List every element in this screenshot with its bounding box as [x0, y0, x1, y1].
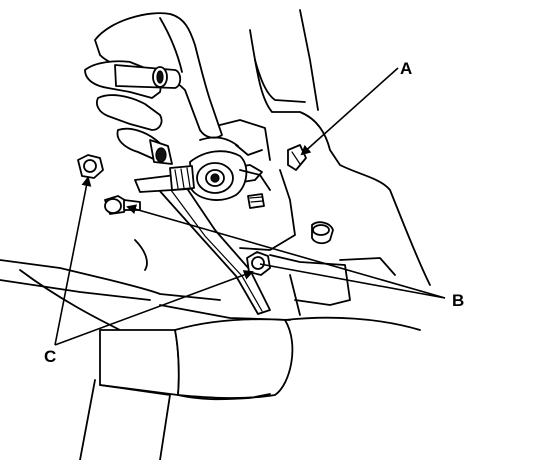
mounting-bolt	[104, 195, 141, 215]
leader-c-1	[54, 176, 92, 346]
leader-b-1	[126, 204, 446, 299]
cable-clip	[287, 144, 307, 171]
callout-a: A	[400, 59, 412, 78]
callout-c: C	[44, 347, 56, 366]
brake-lever	[84, 12, 223, 165]
leader-c-2	[54, 270, 254, 346]
lower-console	[79, 316, 421, 461]
grommet-right	[311, 221, 334, 245]
leader-b-2	[259, 263, 446, 299]
leader-a	[300, 67, 399, 156]
brake-rod	[149, 174, 271, 315]
nut-center	[246, 251, 271, 276]
cable-assembly	[134, 136, 271, 209]
nut-upper-left	[77, 154, 104, 179]
callout-b: B	[452, 291, 464, 310]
console-body	[0, 9, 431, 331]
